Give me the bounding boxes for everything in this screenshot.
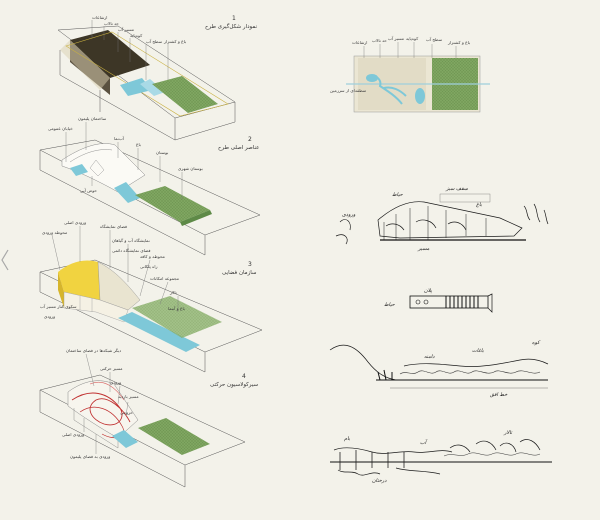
plan-label-5: ارتفاعات (352, 40, 367, 45)
section-title-3: سازمان فضایی (222, 270, 257, 276)
sketch-4-note-2: تالار (503, 430, 513, 436)
label-1-0: ارتفاعات (92, 15, 107, 20)
plan-diagram: باغ و کشتزار سطح آب کوه‌پایه مسیر آب حد … (330, 36, 490, 113)
plan-label-3: مسیر آب (388, 36, 404, 41)
label-1-2: مسیر آب (118, 27, 134, 32)
green-field-4 (138, 418, 210, 455)
water-strip-2 (114, 182, 140, 203)
label-1-5: باغ و کشتزار (163, 39, 186, 44)
diagram-1-formation: ارتفاعات حد تالاب مسیر آب کوه‌پایه سطح آ… (57, 15, 258, 141)
label-2-6: حوض آبی (80, 188, 97, 193)
label-4-0: دیگر شبکه‌ها در فضای ساختمان (66, 348, 121, 353)
sketch-2-note-1: حیاط (384, 302, 396, 308)
label-1-1: حد تالاب (104, 21, 119, 26)
dark-terrain-volume (70, 30, 150, 78)
prev-page-button[interactable] (0, 248, 10, 272)
label-4-6: ورودی به فضای پلیمون (70, 454, 110, 459)
site-frame-2 (39, 139, 261, 236)
sketch-3-note-0: کوه (532, 340, 541, 346)
section-title-2: عناصر اصلی طرح (218, 145, 259, 151)
diagram-4-circulation: دیگر شبکه‌ها در فضای ساختمان مسیر حرکتی … (39, 348, 258, 488)
circulation-path-b (79, 406, 124, 438)
plan-label-0: باغ و کشتزار (447, 40, 470, 45)
green-field-2 (135, 186, 210, 222)
label-4-2: ورودی (110, 380, 121, 385)
sketch-section-1: سقف سبز حیاط ورودی باغ مسیر (335, 186, 549, 252)
yellow-volume (58, 260, 100, 300)
chevron-left-icon (1, 249, 9, 271)
label-4-3: مسیر بازدید (118, 394, 139, 399)
sketch-4-note-3: درختان (372, 478, 387, 484)
section-number-4: 4 (242, 373, 246, 380)
label-1-4: سطح آب (146, 39, 163, 44)
site-frame-4 (39, 374, 246, 466)
sketch-section-2: پلان حیاط (384, 288, 493, 313)
label-3-5: محوطه و کافه (140, 254, 165, 259)
plan-label-4: حد تالاب (372, 38, 387, 43)
section-number-2: 2 (248, 136, 252, 143)
plan-label-2: کوه‌پایه (406, 36, 418, 41)
label-3-4: فضای نمایشگاه دائمی (112, 248, 151, 253)
label-2-0: ساختمان پلیمون (78, 116, 107, 121)
section-title-4: سیرکولاسیون حرکتی (210, 381, 258, 388)
green-field-3 (132, 296, 222, 338)
sketch-4-note-1: آب (420, 439, 428, 446)
label-2-1: خیابان عمومی (48, 126, 73, 131)
sketch-section-3: بام آب تالار درختان (330, 430, 552, 484)
sketch-1-note-1: حیاط (392, 192, 404, 198)
plan-label-1: سطح آب (426, 37, 443, 42)
label-3-3: نمایشگاه آب و گیاهان (112, 238, 150, 243)
label-3-2: فضای نمایشگاه (100, 224, 127, 229)
label-2-3: باغ (136, 142, 141, 147)
section-title-1: نمودار شکل‌گیری طرح (205, 23, 258, 30)
circulation-path-a (71, 392, 131, 426)
sketch-1-note-0: سقف سبز (445, 186, 469, 192)
label-4-4: خروجی (120, 410, 133, 415)
plan-pond (415, 88, 425, 104)
sketch-1-note-4: مسیر (417, 246, 430, 252)
label-3-7: مجموعه امکانات (150, 276, 179, 281)
label-4-5: ورودی اصلی (62, 432, 84, 437)
water-strip-3 (118, 312, 200, 352)
label-3-6: راه پلکانی (140, 264, 158, 269)
water-strip-4 (112, 430, 138, 448)
sketch-3-note-1: دامنه (424, 354, 435, 360)
diagram-2-elements: ساختمان پلیمون خیابان عمومی آب‌نما باغ ب… (39, 116, 261, 256)
terrain-face (60, 40, 110, 90)
pool-2 (70, 164, 88, 176)
sketch-1-note-2: ورودی (342, 212, 356, 218)
label-1-3: کوه‌پایه (130, 33, 142, 38)
label-3-11: سکوی کنار مسیر آب (40, 304, 77, 309)
section-number-3: 3 (248, 261, 252, 268)
sketch-3-note-3: خط افق (490, 392, 508, 398)
label-2-4: بوستان (156, 150, 168, 155)
section-number-1: 1 (232, 15, 236, 22)
green-field-1 (152, 76, 218, 113)
label-3-10: ورودی (44, 314, 55, 319)
sketch-landscape: کوه دامنه باغات خط افق (329, 340, 549, 398)
sketch-2-note-0: پلان (424, 288, 433, 294)
plan-label-6: منطقه‌ای از سرزمین (330, 88, 366, 93)
label-2-5: بوستان شهری (178, 166, 203, 171)
label-3-1: ورودی اصلی (64, 220, 86, 225)
label-3-0: محوطه ورودی (42, 230, 67, 235)
sketch-4-note-0: بام (344, 436, 351, 442)
diagram-3-spatial: محوطه ورودی ورودی اصلی فضای نمایشگاه نما… (39, 220, 263, 373)
label-3-9: باغ و آبنما (168, 306, 185, 311)
label-4-1: مسیر حرکتی (100, 366, 123, 371)
white-roof-volume (97, 261, 141, 311)
label-2-2: آب‌نما (114, 136, 125, 141)
sketch-1-note-3: باغ (476, 202, 483, 208)
sketch-3-note-2: باغات (472, 348, 484, 354)
label-3-8: تالار (169, 290, 178, 295)
